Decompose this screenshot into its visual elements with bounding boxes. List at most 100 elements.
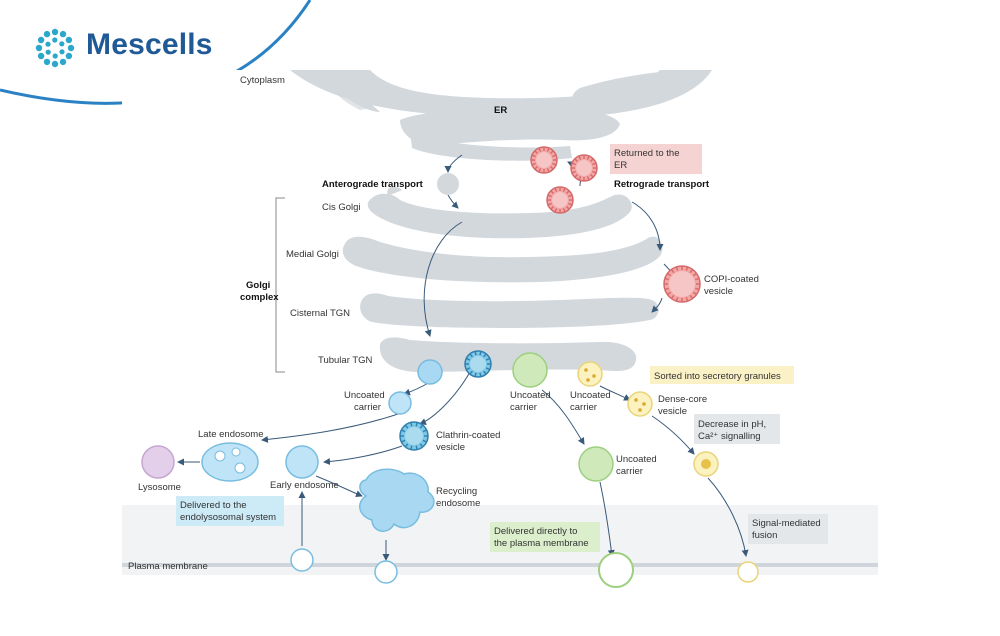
logo-dot [65,52,73,60]
uncoated-left-label-1: Uncoated [344,390,385,401]
dense-core-label-1: Dense-core [658,394,707,405]
uncoated-carrier-left-bud [417,359,443,385]
granule-dot [592,374,596,378]
granule-dot [642,402,646,406]
returned-label-2: ER [614,160,627,171]
uncoated-lower-label-2: carrier [616,466,643,477]
late-endosome [201,442,259,482]
mescells-logo-icon [35,28,75,68]
ph-label-1: Decrease in pH, [698,419,766,430]
er-membrane [290,70,712,161]
signal-label-2: fusion [752,530,777,541]
plasma-fusion-green [598,552,634,588]
clathrin-bud [464,350,492,378]
cis-golgi-label: Cis Golgi [322,202,361,213]
granule-dot [634,398,638,402]
uncoated-lower-label-1: Uncoated [616,454,657,465]
logo-dot [35,44,43,52]
medial-golgi-cisterna [342,236,663,283]
signal-label-1: Signal-mediated [752,518,821,529]
clathrin-label-2: vesicle [436,442,465,453]
recycling-endosome [359,468,435,532]
cisternal-tgn-cisterna [360,293,659,328]
logo-dot [59,58,67,66]
recycling-fusion [374,560,398,584]
uncoated-mid-label-1: Uncoated [510,390,551,401]
logo-dot [45,41,51,47]
golgi-cisternae [342,186,663,372]
logo-dot [51,60,59,68]
logo-dot [67,44,75,52]
recycling-label-2: endosome [436,498,480,509]
logo-dot [43,30,51,38]
anterograde-label: Anterograde transport [322,179,424,190]
plasma-box [490,522,600,552]
cis-golgi-cisterna [367,193,632,239]
clathrin-coated-vesicle [399,421,429,451]
copi-label-1: COPI-coated [704,274,759,285]
copi-vesicle-upper [570,154,598,182]
copi-vesicle-medial [663,265,701,303]
copi-vesicle-lower [546,186,574,214]
lysosome [141,445,175,479]
signal-box [748,514,828,544]
ilv-2 [231,447,241,457]
lysosome-label: Lysosome [138,482,181,493]
logo-dot [59,49,65,55]
retrograde-label: Retrograde transport [614,179,710,190]
uncoated-right-label-1: Uncoated [570,390,611,401]
ilv-1 [214,450,226,462]
uncoated-right-label-2: carrier [570,402,597,413]
logo-dot [59,30,67,38]
ph-label-2: Ca²⁺ signalling [698,431,761,442]
cisternal-tgn-label: Cisternal TGN [290,308,350,319]
dense-core-vesicle [627,391,653,417]
recycling-label-1: Recycling [436,486,477,497]
copi-vesicle-er [530,146,558,174]
granule-dot [584,368,588,372]
ph-box [694,414,780,444]
endocytic-bud [290,548,314,572]
golgi-complex-label-1: Golgi [246,280,270,291]
golgi-complex-label-2: complex [240,292,279,303]
logo-dot [43,58,51,66]
logo-dot [52,37,58,43]
uncoated-left-label-2: carrier [354,402,381,413]
copi-label-2: vesicle [704,286,733,297]
early-endosome [285,445,319,479]
sorted-box [650,366,794,384]
uncoated-carrier-right [577,361,603,387]
plasma-delivery-label-2: the plasma membrane [494,538,589,549]
granule-core [701,459,711,469]
endolysosomal-label-2: endolysosomal system [180,512,276,523]
returned-label-1: Returned to the [614,148,680,159]
early-endosome-label: Early endosome [270,480,339,491]
uncoated-carrier-left [388,391,412,415]
logo-dot [65,36,73,44]
logo-dot [37,52,45,60]
uncoated-carrier-lower [578,446,614,482]
late-endosome-label: Late endosome [198,429,264,440]
ilv-3 [234,462,246,474]
sorted-label: Sorted into secretory granules [654,371,781,382]
logo-dot [51,28,59,36]
golgi-bracket [275,197,285,373]
logo-dot [59,41,65,47]
dense-core-label-2: vesicle [658,406,687,417]
er-label: ER [494,105,507,116]
granule-fusion [737,561,759,583]
logo-dot [37,36,45,44]
tubular-tgn-cisterna [379,337,637,372]
logo-dot [52,53,58,59]
returned-box [610,144,702,174]
endolysosomal-box [176,496,284,526]
plasma-membrane-label: Plasma membrane [128,561,208,572]
plasma-delivery-label-1: Delivered directly to [494,526,577,537]
granule-dot [638,408,642,412]
cytoplasm-label: Cytoplasm [240,75,285,86]
transport-arrows [177,154,749,561]
granule-dot [586,378,590,382]
uncoated-mid-label-2: carrier [510,402,537,413]
